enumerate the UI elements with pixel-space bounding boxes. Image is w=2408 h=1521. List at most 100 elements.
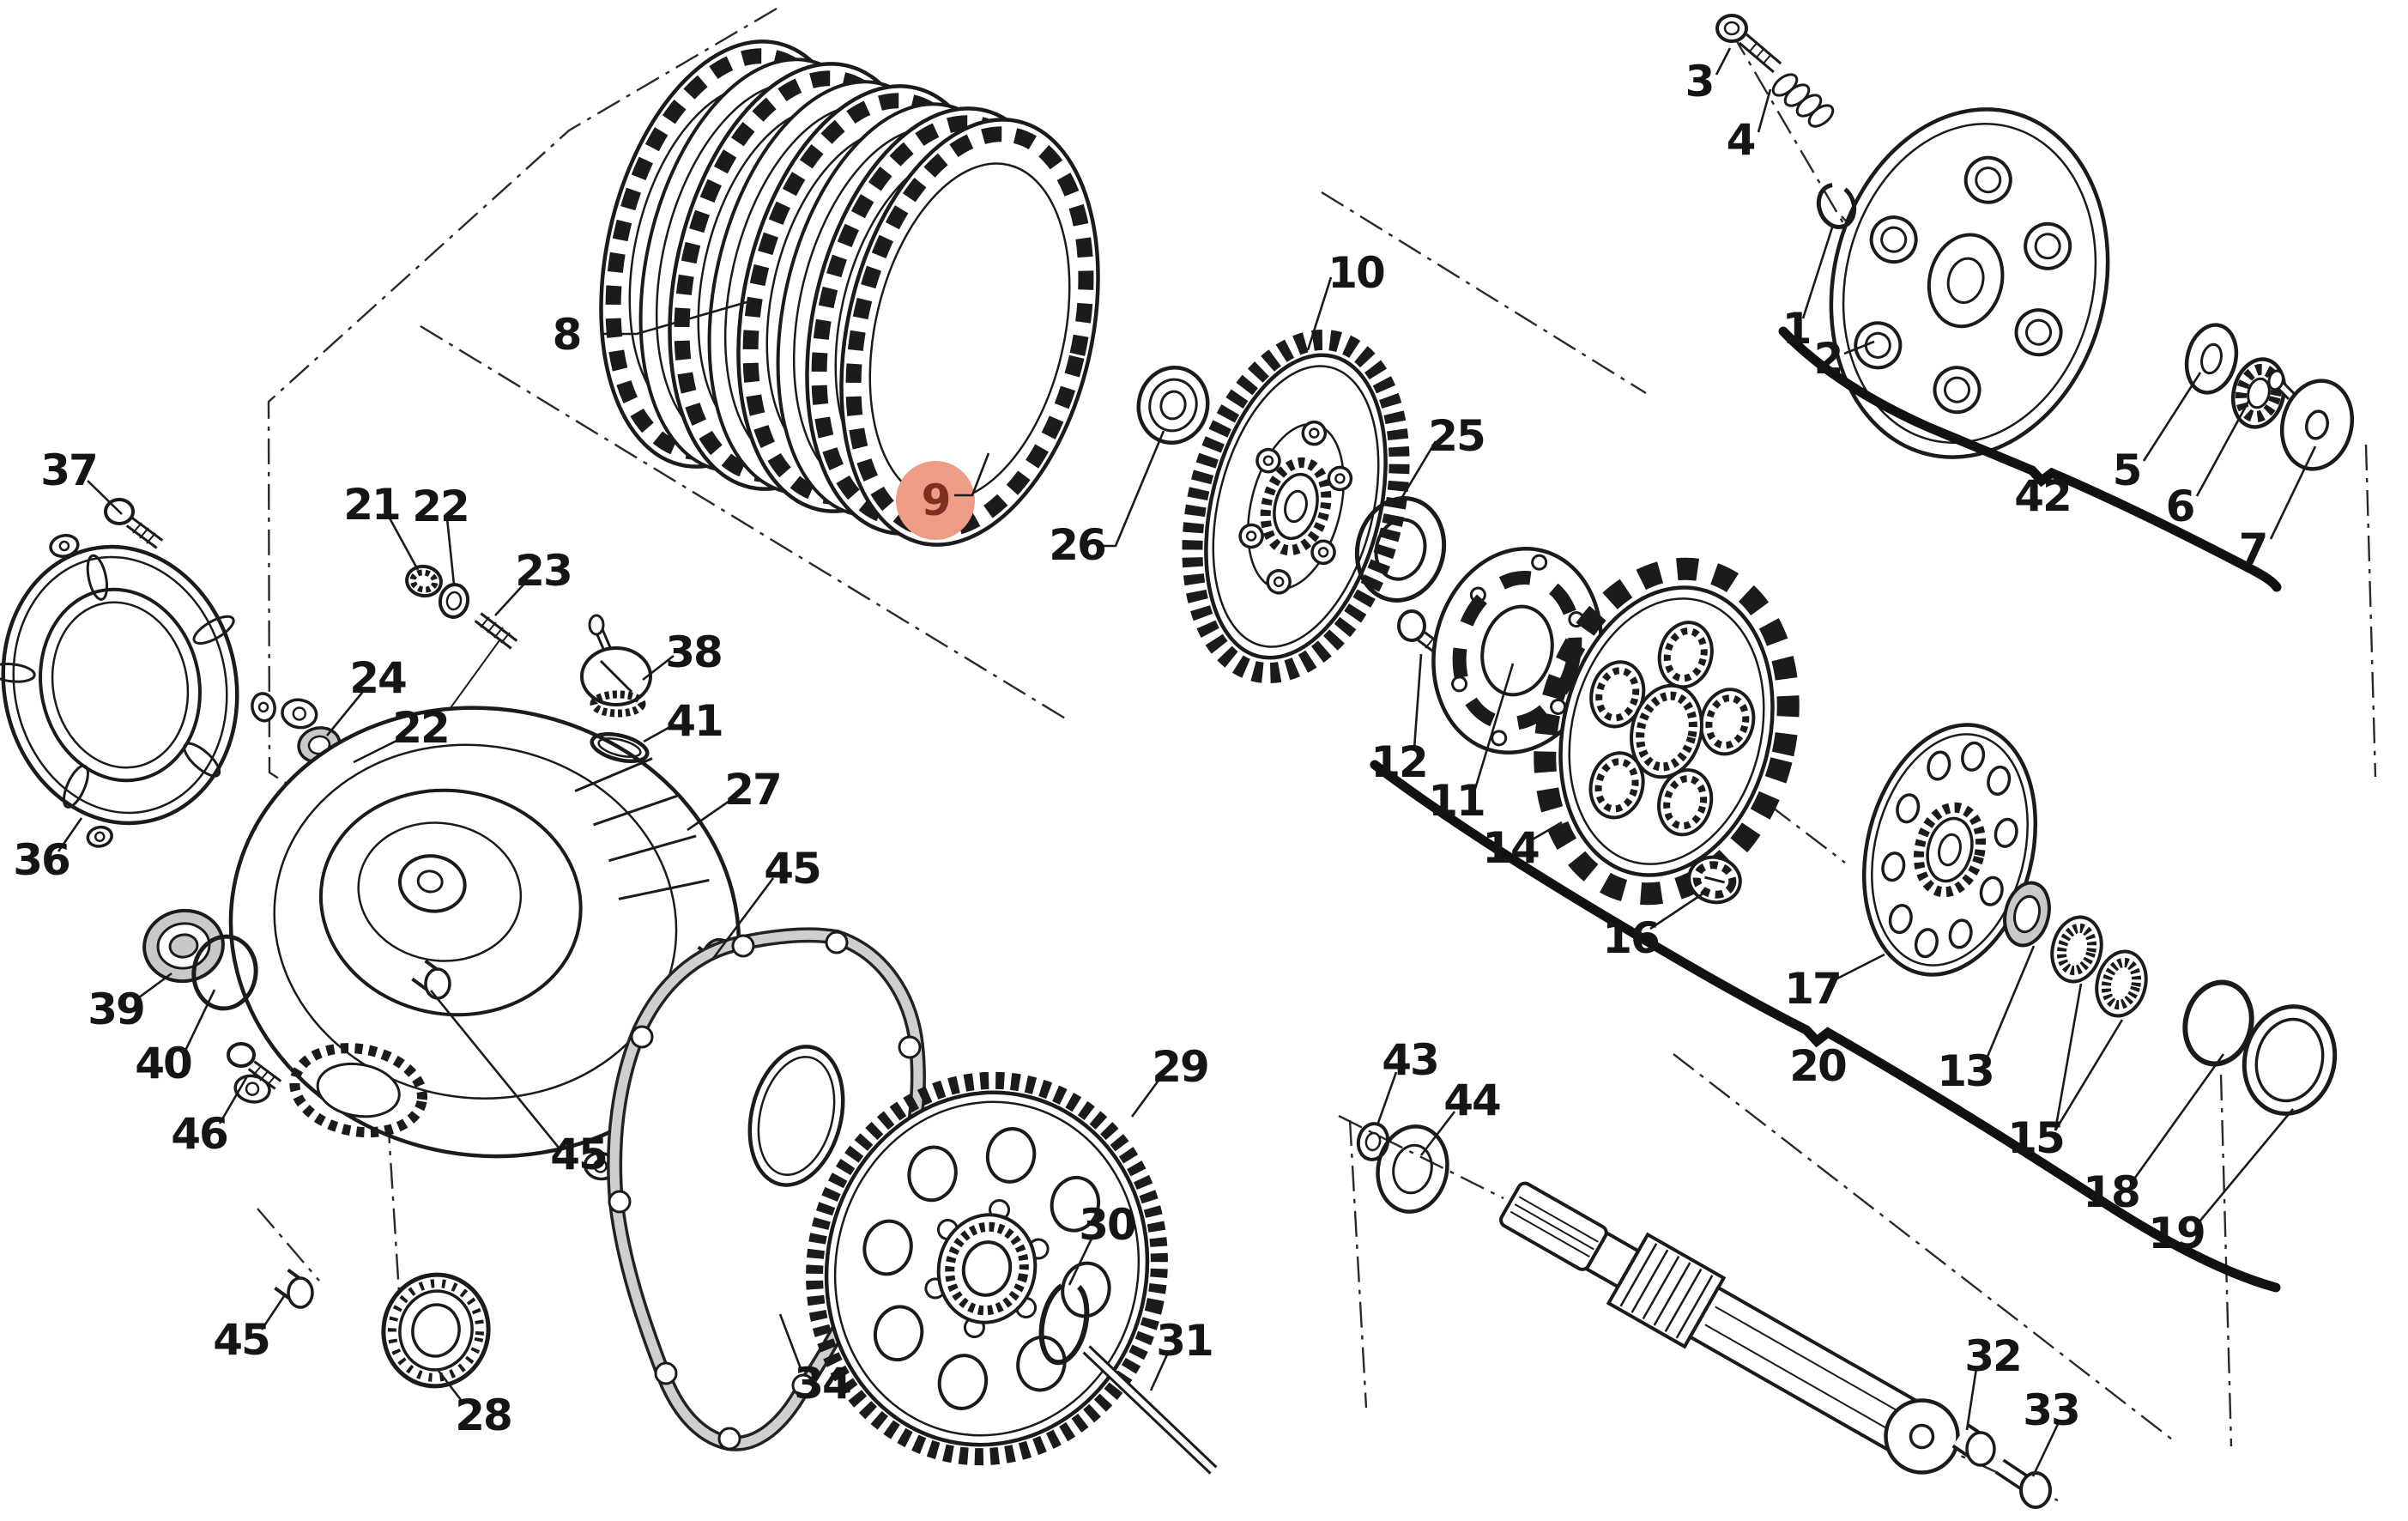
leader-line-15 [2054,983,2083,1131]
axis-shaft-tip [1338,1114,1504,1200]
leader-line-14 [1530,821,1563,842]
divider-right-top [2364,444,2377,778]
cover-gasket-drawing [607,927,926,1451]
leader-line-1 [1801,224,1835,319]
oil-plug-drawing [580,614,652,718]
thrust-washer-drawing [1354,496,1447,603]
spacer-bushing-drawing [2242,1004,2338,1116]
bolt-46-drawing [227,1042,282,1090]
leader-line-30 [1068,1236,1094,1286]
leader-line-39 [135,972,172,1002]
leader-line-24 [325,688,367,736]
push-cap-7-drawing [2267,369,2355,471]
axis-bearing28 [386,1117,402,1307]
bracket-42 [1778,326,2282,592]
hub-nut-drawing [1136,365,1210,445]
needle-bearing-a-drawing [2050,915,2103,984]
leader-line-5 [2142,372,2202,462]
leader-line-21 [386,514,420,571]
axis-pin45c [257,1208,320,1282]
primary-gear-drawing [1182,329,1410,684]
leader-line-13 [1983,945,2036,1063]
circlip-1-drawing [1816,183,1857,229]
stud-23-drawing [474,612,518,650]
oring-40-drawing [191,934,258,1011]
leader-line-38 [642,654,675,682]
leader-line-45c [260,1293,287,1330]
leader-line-25 [1398,440,1437,502]
needle-bearing-b-drawing [2095,949,2148,1018]
leader-lines-layer [57,47,2317,1477]
leader-line-16 [1649,888,1710,930]
bracket-20 [1370,760,2281,1293]
seal-ring-13-drawing [2003,881,2051,948]
bolt-3-drawing [1715,14,1782,74]
leader-line-33 [2031,1421,2060,1477]
leader-line-7 [2269,445,2317,540]
leader-line-4 [1757,88,1772,133]
leader-line-15-1 [2054,1019,2124,1131]
highlight-layer [896,461,975,540]
leader-line-3 [1715,47,1732,76]
clutch-cover-ring-drawing [0,534,276,848]
leader-line-22b [353,736,404,764]
leader-line-18 [2129,1053,2225,1185]
leader-line-40 [182,989,216,1055]
leader-line-37 [87,480,123,515]
leader-line-43 [1376,1071,1398,1126]
divider-shaft-region [1673,1053,2176,1443]
leader-line-45b [429,990,560,1148]
main-shaft-drawing [1499,1181,1960,1475]
hub-flange-drawing [1861,723,2038,977]
circlip-30-drawing [1038,1280,1090,1366]
leader-line-2 [1843,340,1875,355]
washer-22a-drawing [438,583,470,619]
oring-41-drawing [590,731,650,764]
oring-18-drawing [2182,979,2254,1067]
leader-line-29 [1130,1077,1162,1118]
leader-line-28 [437,1370,466,1405]
spring-4-drawing [1771,73,1835,128]
leader-line-11 [1473,663,1515,790]
dowel-pin-b-drawing [411,959,451,1000]
leader-line-45a [711,877,775,960]
leader-line-8 [601,300,747,336]
divider-right-bottom [2219,1074,2233,1447]
clutch-plate-stack-drawing [599,39,1100,547]
nut-21-drawing [405,564,443,598]
pin-33-drawing [1994,1458,2052,1509]
leader-line-36 [57,817,83,852]
leader-line-32 [1965,1367,1978,1431]
leader-line-44 [1419,1111,1456,1156]
leader-line-26 [1103,430,1165,548]
push-rod-drawing [1082,1345,1218,1475]
bushing-32-drawing [1951,1422,1996,1467]
washer-44-drawing [1376,1124,1449,1214]
leader-line-41 [643,723,675,743]
hub-lock-nut-drawing [1687,855,1742,905]
leader-line-10 [1306,276,1333,351]
leader-line-6 [2195,399,2251,497]
leader-line-19 [2195,1108,2294,1227]
leader-line-46 [218,1076,249,1124]
axis-plates [420,324,1068,721]
bearing-39-drawing [142,908,225,984]
bolt-37-drawing [104,498,164,549]
leader-line-22a [445,518,456,585]
ball-bearing-28-drawing [381,1272,491,1389]
dowel-pin-c-drawing [274,1268,314,1309]
highlight-circle [896,461,975,540]
leader-line-12 [1413,653,1423,749]
leader-line-31 [1149,1352,1170,1391]
leader-line-34 [778,1313,803,1372]
leader-line-17 [1831,953,1885,983]
washer-5-drawing [2184,323,2239,395]
axis-gear10 [1321,191,1647,395]
leader-line-27 [687,797,733,832]
leader-line-9 [954,452,990,497]
primary-drive-gear-drawing [806,1071,1168,1466]
divider-washer43 [1348,1119,1368,1409]
leader-line-23 [494,582,526,616]
